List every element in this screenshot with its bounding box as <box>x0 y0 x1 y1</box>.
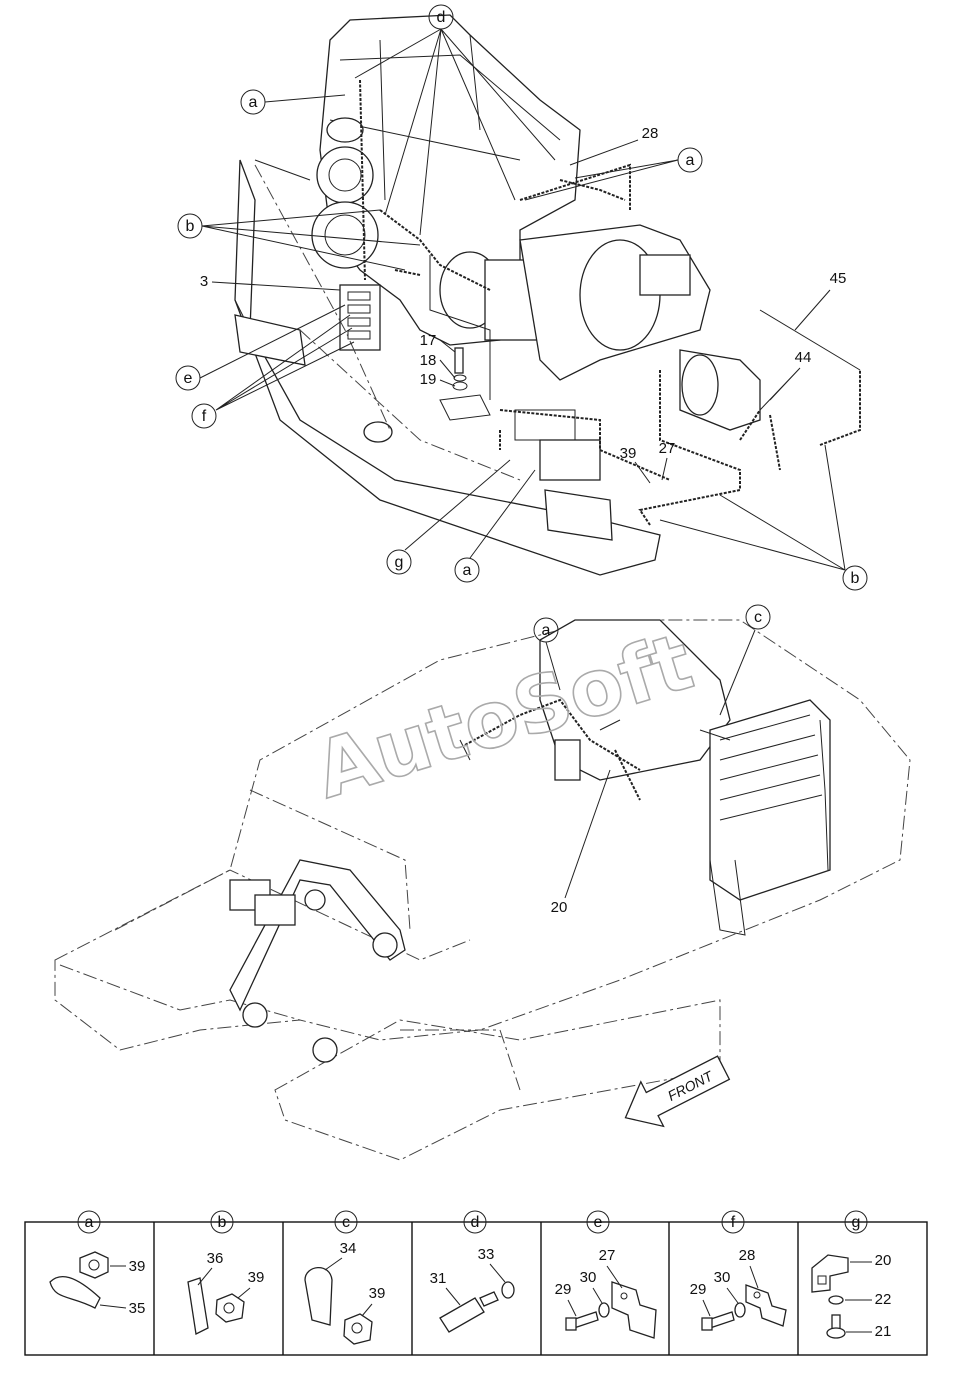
legend-cell-e: e 27 29 30 <box>555 1210 657 1339</box>
legend-d-part-33: 33 <box>478 1246 495 1263</box>
legend-b-part-39: 39 <box>248 1269 265 1286</box>
upper-callouts: d a 28 a b 3 45 44 17 18 19 e <box>175 4 868 591</box>
legend-d-part-31: 31 <box>430 1270 447 1287</box>
legend-g-part-21: 21 <box>875 1323 892 1340</box>
lower-callouts: a c 20 <box>533 604 771 916</box>
callout-a-bottom: a <box>463 562 472 579</box>
legend-e-part-29: 29 <box>555 1281 572 1298</box>
callout-44: 44 <box>795 349 812 366</box>
callout-18: 18 <box>420 352 437 369</box>
legend-c-part-39: 39 <box>369 1285 386 1302</box>
legend-letter-e: e <box>594 1214 603 1231</box>
legend-letter-d: d <box>471 1214 480 1231</box>
callout-17: 17 <box>420 332 437 349</box>
callout-g: g <box>395 554 404 571</box>
callout-f: f <box>202 408 207 425</box>
legend-f-part-30: 30 <box>714 1269 731 1286</box>
legend-cell-b: b 36 39 <box>187 1210 265 1335</box>
engine-assembly-view <box>234 14 861 576</box>
callout-3: 3 <box>200 273 208 290</box>
legend-c-part-34: 34 <box>340 1240 357 1257</box>
legend-f-part-29: 29 <box>690 1281 707 1298</box>
legend-letter-a: a <box>85 1214 94 1231</box>
callout-lower-20: 20 <box>551 899 568 916</box>
legend-b-part-36: 36 <box>207 1250 224 1267</box>
legend-cell-d: d 33 31 <box>430 1210 515 1333</box>
legend-g-part-20: 20 <box>875 1252 892 1269</box>
callout-lower-c: c <box>754 609 762 626</box>
legend-cell-f: f 28 29 30 <box>690 1210 787 1331</box>
legend-a-part-35: 35 <box>129 1300 146 1317</box>
legend-e-part-27: 27 <box>599 1247 616 1264</box>
legend-letter-b: b <box>218 1214 227 1231</box>
machine-overview-view <box>54 619 911 1161</box>
callout-a-left: a <box>249 94 258 111</box>
legend-letter-g: g <box>852 1214 861 1231</box>
callout-d: d <box>437 9 446 26</box>
legend-cell-a: a 39 35 <box>49 1210 146 1317</box>
legend-f-part-28: 28 <box>739 1247 756 1264</box>
callout-39: 39 <box>620 445 637 462</box>
legend-letter-f: f <box>731 1214 736 1231</box>
legend-cell-g: g 20 22 21 <box>811 1210 892 1340</box>
callout-45: 45 <box>830 270 847 287</box>
callout-e: e <box>184 370 193 387</box>
callout-b-left: b <box>186 218 195 235</box>
callout-28: 28 <box>642 125 659 142</box>
callout-a-right: a <box>686 152 695 169</box>
watermark: AutoSoft <box>305 617 702 816</box>
legend-a-part-39: 39 <box>129 1258 146 1275</box>
callout-b-right: b <box>851 570 860 587</box>
front-direction-arrow: FRONT <box>624 1055 731 1128</box>
parts-legend: a 39 35 b 36 39 c 34 <box>24 1210 928 1356</box>
callout-19: 19 <box>420 371 437 388</box>
legend-e-part-30: 30 <box>580 1269 597 1286</box>
callout-27: 27 <box>659 440 676 457</box>
callout-lower-a: a <box>542 622 551 639</box>
legend-g-part-22: 22 <box>875 1291 892 1308</box>
legend-cell-c: c 34 39 <box>304 1210 386 1345</box>
legend-letter-c: c <box>342 1214 350 1231</box>
